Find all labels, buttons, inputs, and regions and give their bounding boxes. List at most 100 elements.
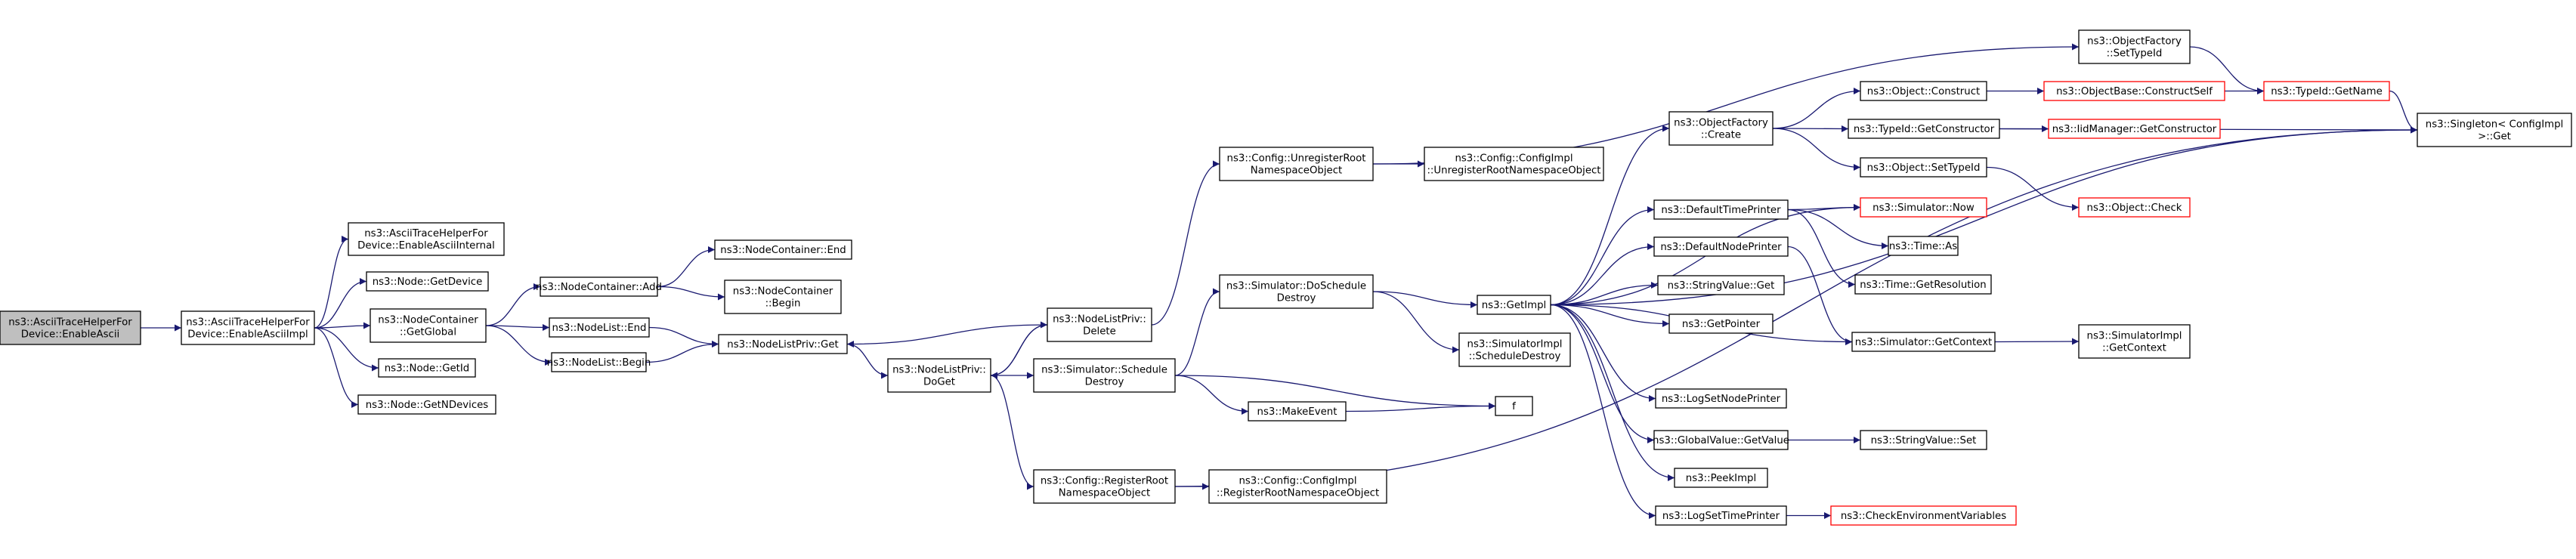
graph-node[interactable]: ns3::Time::As (1888, 236, 1959, 256)
node-label: Device::EnableAsciiImpl (187, 329, 308, 341)
graph-node[interactable]: ns3::AsciiTraceHelperForDevice::EnableAs… (181, 310, 315, 345)
graph-node[interactable]: ns3::GetImpl (1477, 295, 1551, 315)
graph-node[interactable]: ns3::NodeListPriv::Delete (1047, 307, 1152, 342)
node-box (1674, 468, 1768, 488)
graph-node[interactable]: ns3::NodeListPriv::Get (718, 334, 848, 354)
call-edge (1550, 304, 1675, 481)
graph-node[interactable]: ns3::StringValue::Get (1657, 275, 1785, 295)
call-edge (314, 322, 371, 329)
node-label: ns3::Node::GetNDevices (366, 400, 489, 411)
graph-node[interactable]: ns3::NodeContainer::Begin (724, 280, 842, 314)
graph-node[interactable]: ns3::Config::RegisterRootNamespaceObject (1033, 469, 1176, 504)
node-label: ns3::NodeContainer (733, 286, 833, 298)
graph-node[interactable]: ns3::DefaultTimePrinter (1653, 199, 1789, 220)
graph-node[interactable]: ns3::NodeContainer::Add (536, 276, 662, 297)
node-label: ns3::NodeListPriv::Get (727, 339, 838, 351)
graph-node[interactable]: ns3::DefaultNodePrinter (1653, 236, 1789, 257)
graph-node[interactable]: f (1495, 396, 1533, 416)
call-edge (657, 246, 716, 288)
edges-layer (141, 43, 2418, 519)
call-edge (645, 341, 719, 363)
graph-node[interactable]: ns3::ObjectFactory::SetTypeId (2078, 29, 2191, 64)
node-box (1848, 119, 2000, 139)
graph-node[interactable]: ns3::ObjectBase::ConstructSelf (2043, 81, 2225, 101)
graph-node[interactable]: ns3::Simulator::Now (1860, 197, 1987, 218)
graph-node[interactable]: ns3::Object::Check (2078, 197, 2191, 218)
graph-node[interactable]: ns3::Node::GetNDevices (357, 394, 496, 415)
node-label: >::Get (2478, 131, 2511, 143)
graph-node[interactable]: ns3::GlobalValue::GetValue (1653, 430, 1789, 450)
graph-node[interactable]: ns3::NodeList::End (549, 317, 650, 338)
graph-node[interactable]: ns3::Object::Construct (1860, 81, 1987, 101)
node-box (1248, 401, 1347, 422)
call-edge (990, 324, 1048, 379)
node-label: ::Begin (765, 298, 801, 310)
call-edge (1151, 160, 1220, 326)
graph-node[interactable]: ns3::GetPointer (1668, 313, 1774, 334)
graph-node[interactable]: ns3::Time::GetResolution (1854, 274, 1992, 295)
node-label: Delete (1083, 326, 1116, 338)
node-label: ns3::AsciiTraceHelperFor (186, 317, 310, 329)
graph-node[interactable]: ns3::SimulatorImpl::ScheduleDestroy (1458, 332, 1571, 367)
node-box (2078, 197, 2191, 218)
graph-node[interactable]: ns3::Object::SetTypeId (1860, 157, 1987, 178)
graph-node[interactable]: ns3::NodeList::Begin (547, 352, 651, 372)
node-box (1860, 157, 1987, 178)
node-label: ns3::Object::Check (2087, 202, 2182, 214)
node-box (1033, 358, 1176, 393)
graph-node[interactable]: ns3::TypeId::GetConstructor (1848, 119, 2000, 139)
node-label: ns3::Time::GetResolution (1860, 280, 1986, 291)
graph-node[interactable]: ns3::IidManager::GetConstructor (2048, 119, 2221, 139)
node-label: ::Create (1701, 130, 1741, 141)
node-label: ns3::AsciiTraceHelperFor (364, 228, 488, 239)
call-edge (990, 375, 1034, 490)
graph-node[interactable]: ns3::NodeContainer::End (714, 239, 852, 260)
node-label: NamespaceObject (1059, 488, 1151, 499)
node-label: ns3::Simulator::Schedule (1041, 365, 1167, 376)
graph-node[interactable]: ns3::PeekImpl (1674, 468, 1768, 488)
graph-node[interactable]: ns3::ObjectFactory::Create (1668, 111, 1774, 146)
graph-node[interactable]: ns3::Config::ConfigImpl::RegisterRootNam… (1208, 469, 1387, 504)
graph-node[interactable]: ns3::LogSetNodePrinter (1655, 388, 1787, 409)
graph-node[interactable]: ns3::StringValue::Set (1860, 430, 1987, 450)
node-label: ns3::TypeId::GetConstructor (1854, 124, 1995, 135)
node-label: ns3::Object::SetTypeId (1867, 162, 1981, 174)
graph-node[interactable]: ns3::NodeListPriv::DoGet (887, 358, 991, 393)
call-edge (1550, 304, 1670, 327)
graph-node[interactable]: ns3::Simulator::ScheduleDestroy (1033, 358, 1176, 393)
graph-node[interactable]: ns3::Singleton< ConfigImpl >::Get (2417, 113, 2572, 147)
node-box (1033, 469, 1176, 504)
graph-node[interactable]: ns3::LogSetTimePrinter (1655, 505, 1787, 526)
call-edge (1772, 88, 1861, 129)
node-box (887, 358, 991, 393)
graph-node[interactable]: ns3::Simulator::GetContext (1851, 332, 1996, 352)
node-box (181, 310, 315, 345)
graph-node[interactable]: ns3::MakeEvent (1248, 401, 1347, 422)
node-box (1854, 274, 1992, 295)
node-box (549, 317, 650, 338)
graph-node[interactable]: ns3::Node::GetDevice (366, 271, 489, 292)
node-box (378, 358, 476, 378)
node-box (1219, 147, 1374, 181)
node-box (370, 308, 487, 343)
call-edge (1787, 208, 1889, 249)
node-label: ns3::StringValue::Get (1668, 280, 1775, 292)
graph-node[interactable]: ns3::NodeContainer::GetGlobal (370, 308, 487, 343)
node-label: ns3::ObjectFactory (2087, 36, 2182, 48)
graph-node[interactable]: ns3::Node::GetId (378, 358, 476, 378)
node-label: ns3::Config::UnregisterRoot (1227, 153, 1366, 165)
call-edge (1550, 206, 1655, 306)
node-box (551, 352, 647, 372)
node-label: ns3::Node::GetId (385, 363, 470, 375)
graph-node[interactable]: ns3::AsciiTraceHelperForDevice::EnableAs… (348, 222, 505, 256)
node-box (1657, 275, 1785, 295)
graph-node[interactable]: ns3::Config::UnregisterRootNamespaceObje… (1219, 147, 1374, 181)
graph-node[interactable]: ns3::TypeId::GetName (2263, 81, 2390, 101)
graph-node[interactable]: ns3::CheckEnvironmentVariables (1830, 505, 2017, 526)
graph-node[interactable]: ns3::SimulatorImpl::GetContext (2078, 324, 2191, 359)
graph-node[interactable]: ns3::Config::ConfigImpl::UnregisterRootN… (1424, 147, 1604, 181)
node-box (2078, 324, 2191, 359)
node-box (2043, 81, 2225, 101)
node-box (2417, 113, 2572, 147)
